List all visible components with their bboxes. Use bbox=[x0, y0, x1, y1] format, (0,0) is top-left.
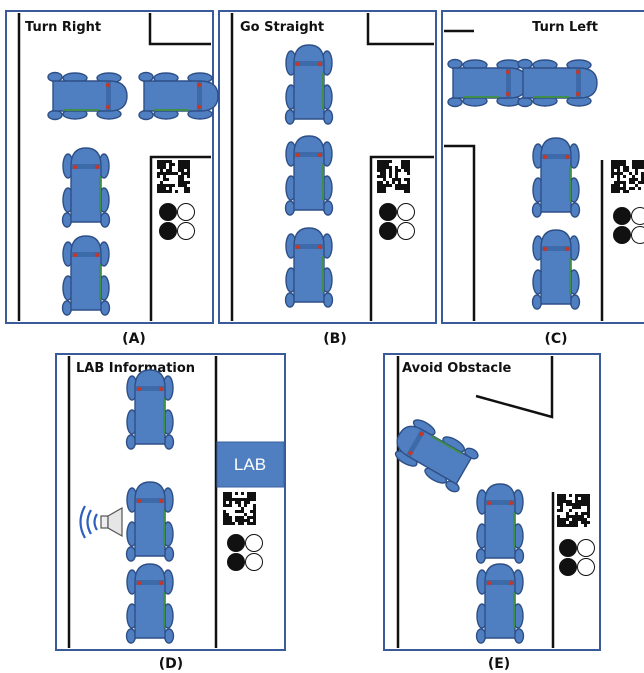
wall-b-top-right bbox=[366, 13, 434, 46]
panel-e-caption: (E) bbox=[488, 656, 510, 672]
panel-b-title: Go Straight bbox=[240, 20, 324, 35]
wall-b-bottom-right bbox=[369, 155, 434, 321]
lab-sign-label: LAB bbox=[234, 455, 266, 474]
wall-e-obstacle bbox=[475, 356, 554, 419]
qr-code-layer bbox=[157, 160, 644, 527]
panel-b-caption: (B) bbox=[323, 331, 346, 347]
panel-a-title: Turn Right bbox=[25, 20, 101, 35]
panel-c-title: Turn Left bbox=[532, 20, 598, 35]
qr-code-icon bbox=[557, 494, 590, 527]
qr-code-icon bbox=[223, 492, 256, 525]
wall-a-top-right bbox=[148, 13, 211, 46]
qr-code-icon bbox=[157, 160, 190, 193]
panel-a-caption: (A) bbox=[122, 331, 146, 347]
panel-d-title: LAB Information bbox=[76, 361, 195, 376]
panel-e-title: Avoid Obstacle bbox=[402, 361, 512, 376]
walls bbox=[17, 13, 604, 648]
lab-sign bbox=[216, 441, 285, 488]
qr-code-icon bbox=[377, 160, 410, 193]
speaker-icon bbox=[79, 505, 123, 539]
panel-c-caption: (C) bbox=[544, 331, 567, 347]
wall-a-bottom-right bbox=[149, 155, 211, 321]
panel-d-caption: (D) bbox=[159, 656, 183, 672]
qr-code-icon bbox=[611, 160, 644, 193]
wall-c-bottom-left bbox=[444, 144, 476, 321]
